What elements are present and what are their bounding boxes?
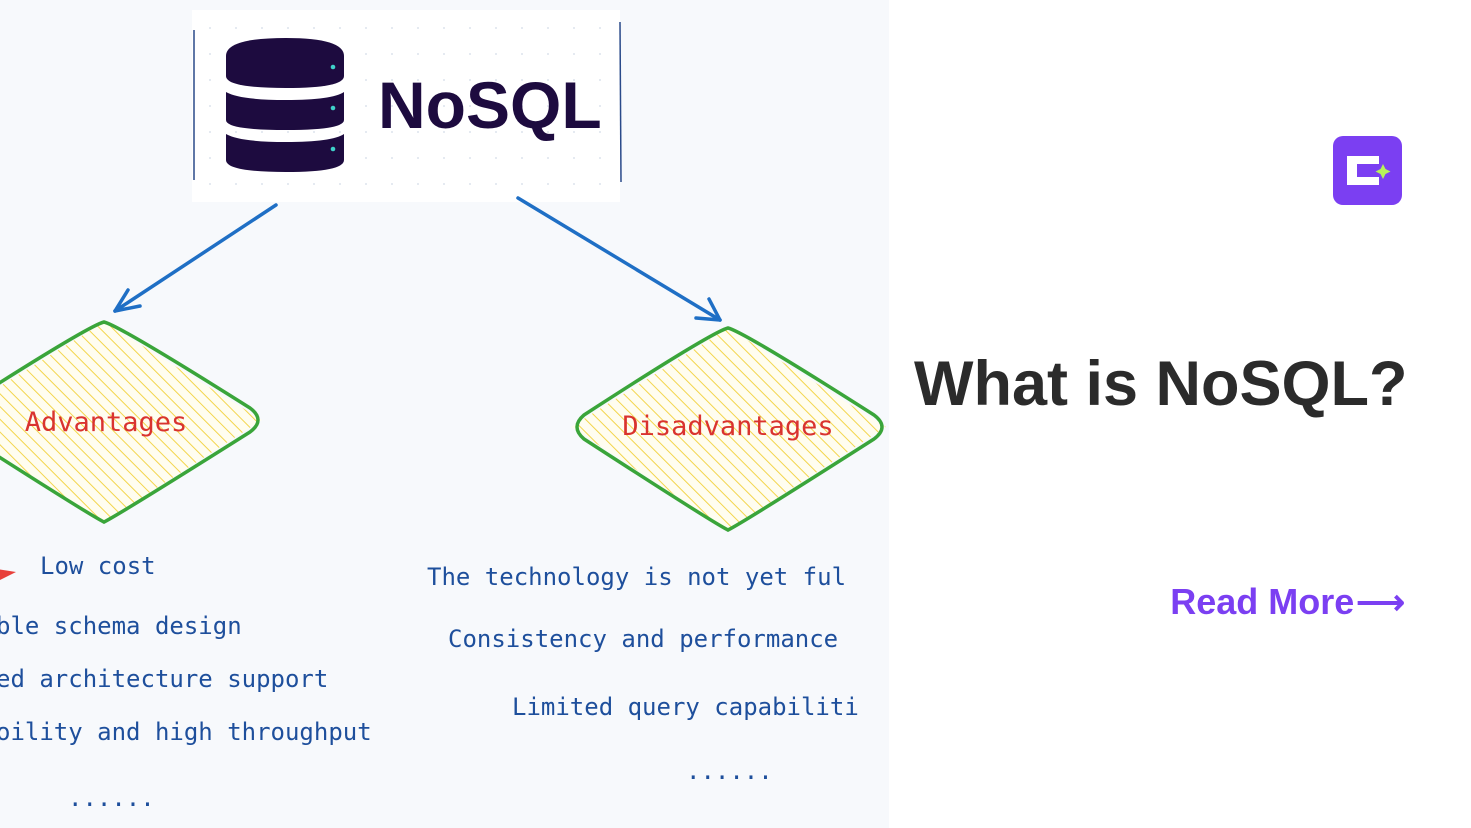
database-icon — [226, 38, 344, 172]
nosql-diagram: NoSQL Advantages Disadvantag — [0, 10, 886, 812]
advantages-item: ble schema design — [0, 612, 242, 640]
diagram-arrows — [113, 196, 722, 322]
logo-wordmark: NoSQL — [378, 68, 602, 142]
advantages-item: oility and high throughput — [0, 718, 372, 746]
pointer-arrow-icon — [0, 569, 16, 580]
disadvantages-item: Limited query capabiliti — [512, 693, 859, 721]
disadvantages-node: Disadvantages — [571, 326, 886, 532]
arrow-to-disadvantages — [516, 196, 722, 322]
arrow-to-advantages — [113, 203, 278, 313]
advantages-item: Low cost — [40, 552, 156, 580]
read-more-label: Read More — [1170, 581, 1355, 622]
hero-illustration: NoSQL Advantages Disadvantag — [0, 10, 886, 812]
advantages-ellipsis: ...... — [68, 784, 155, 812]
disadvantages-list: The technology is not yet ful Consistenc… — [427, 563, 859, 785]
brand-logo-icon[interactable] — [1333, 136, 1402, 205]
advantages-item: ed architecture support — [0, 665, 328, 693]
disadvantages-ellipsis: ...... — [686, 757, 773, 785]
page-title: What is NoSQL? — [914, 349, 1408, 419]
arrow-head-advantages — [113, 288, 142, 313]
nosql-logo: NoSQL — [192, 10, 622, 202]
disadvantages-item: Consistency and performance — [448, 625, 838, 653]
disadvantages-label: Disadvantages — [622, 411, 833, 442]
read-more-link[interactable]: Read More⟶ — [1170, 580, 1405, 625]
advantages-node: Advantages — [0, 320, 262, 524]
arrow-head-disadvantages — [694, 297, 722, 322]
arrow-right-icon: ⟶ — [1356, 584, 1405, 622]
advantages-label: Advantages — [25, 407, 188, 438]
advantages-list: Low cost ble schema design ed architectu… — [0, 552, 372, 812]
disadvantages-item: The technology is not yet ful — [427, 563, 846, 591]
